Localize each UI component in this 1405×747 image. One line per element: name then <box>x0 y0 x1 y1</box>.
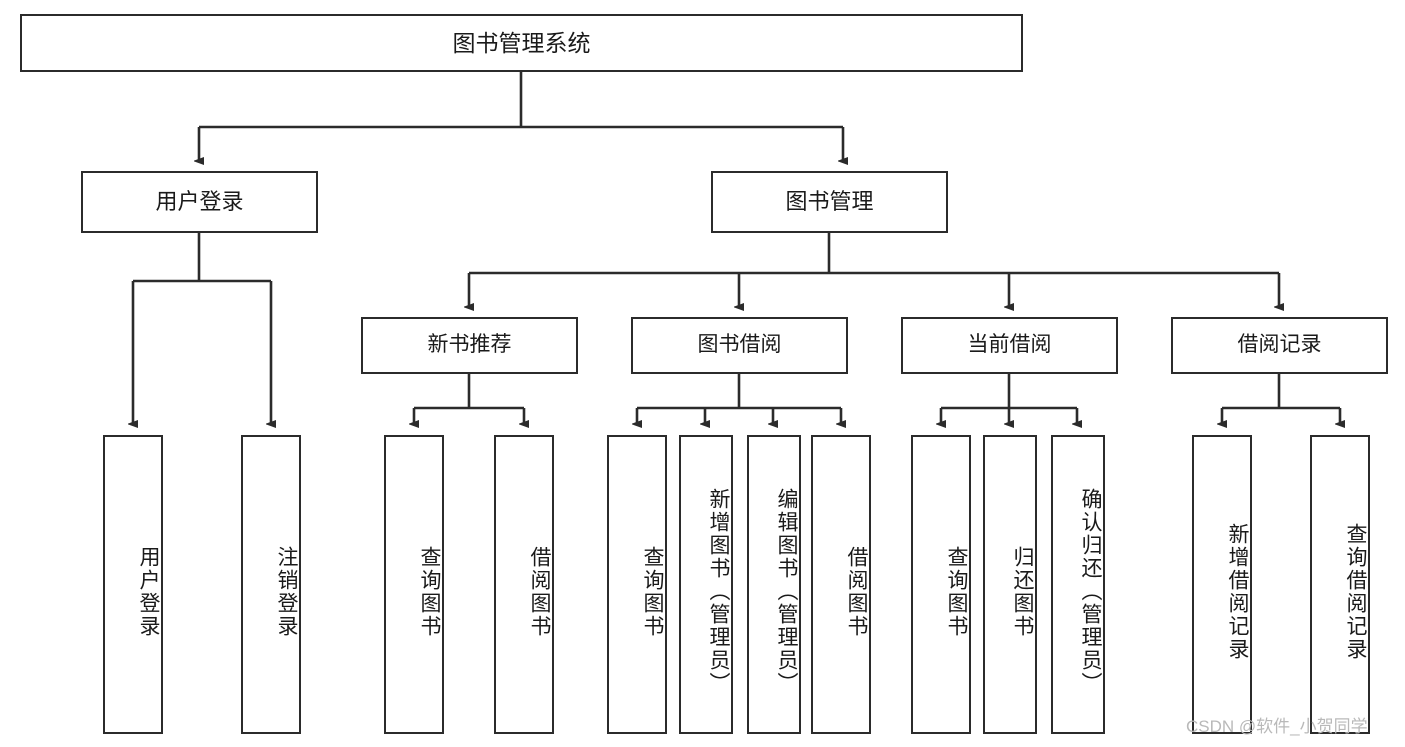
leaf-user-login-label: 用户登录 <box>137 545 160 638</box>
leaf-user-login[interactable]: 用户登录 <box>103 435 163 734</box>
leaf-borrow-book-recommend[interactable]: 借阅图书 <box>494 435 554 734</box>
leaf-borrow-book[interactable]: 借阅图书 <box>811 435 871 734</box>
node-book-borrow-label: 图书借阅 <box>697 333 782 357</box>
node-borrow-record[interactable]: 借阅记录 <box>1171 317 1388 374</box>
leaf-edit-book-admin[interactable]: 编辑图书（管理员） <box>747 435 801 734</box>
leaf-return-book-label: 归还图书 <box>1011 545 1034 638</box>
node-user-login[interactable]: 用户登录 <box>81 171 318 233</box>
leaf-logout-label: 注销登录 <box>275 545 298 638</box>
node-user-login-label: 用户登录 <box>155 189 244 215</box>
node-current-borrow-label: 当前借阅 <box>967 333 1052 357</box>
node-book-management[interactable]: 图书管理 <box>711 171 948 233</box>
leaf-logout[interactable]: 注销登录 <box>241 435 301 734</box>
leaf-borrow-book-recommend-label: 借阅图书 <box>528 545 551 638</box>
leaf-query-borrow-record-label: 查询借阅记录 <box>1344 522 1367 661</box>
leaf-confirm-return-admin-label: 确认归还（管理员） <box>1079 488 1102 695</box>
leaf-query-book[interactable]: 查询图书 <box>607 435 667 734</box>
node-book-borrow[interactable]: 图书借阅 <box>631 317 848 374</box>
leaf-add-book-admin-label: 新增图书（管理员） <box>707 488 730 695</box>
leaf-query-book-label: 查询图书 <box>641 545 664 638</box>
leaf-confirm-return-admin[interactable]: 确认归还（管理员） <box>1051 435 1105 734</box>
leaf-query-book-current[interactable]: 查询图书 <box>911 435 971 734</box>
leaf-add-book-admin[interactable]: 新增图书（管理员） <box>679 435 733 734</box>
leaf-return-book[interactable]: 归还图书 <box>983 435 1037 734</box>
node-borrow-record-label: 借阅记录 <box>1237 333 1322 357</box>
leaf-query-book-recommend[interactable]: 查询图书 <box>384 435 444 734</box>
leaf-query-book-recommend-label: 查询图书 <box>418 545 441 638</box>
node-new-book-recommend-label: 新书推荐 <box>427 333 512 357</box>
leaf-add-borrow-record[interactable]: 新增借阅记录 <box>1192 435 1252 734</box>
node-root-label: 图书管理系统 <box>452 29 591 56</box>
leaf-add-borrow-record-label: 新增借阅记录 <box>1226 522 1249 661</box>
node-new-book-recommend[interactable]: 新书推荐 <box>361 317 578 374</box>
leaf-query-book-current-label: 查询图书 <box>945 545 968 638</box>
leaf-borrow-book-label: 借阅图书 <box>845 545 868 638</box>
node-root[interactable]: 图书管理系统 <box>20 14 1023 72</box>
leaf-edit-book-admin-label: 编辑图书（管理员） <box>775 488 798 695</box>
node-book-management-label: 图书管理 <box>785 189 874 215</box>
leaf-query-borrow-record[interactable]: 查询借阅记录 <box>1310 435 1370 734</box>
node-current-borrow[interactable]: 当前借阅 <box>901 317 1118 374</box>
